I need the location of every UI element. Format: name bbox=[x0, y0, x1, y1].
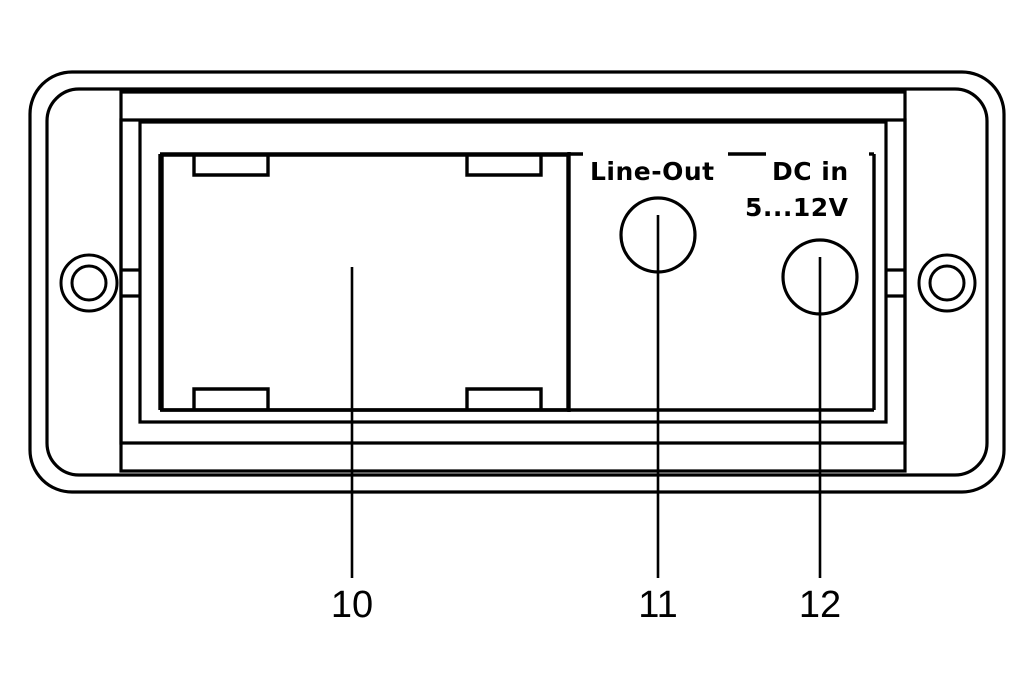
dc-in-label-line1: DC in bbox=[772, 157, 849, 186]
card-slot-tab-bottom-left bbox=[194, 389, 268, 410]
mounting-hole-right-outer-ring bbox=[919, 255, 975, 311]
dc-in-label-line2: 5...12V bbox=[745, 193, 849, 222]
panel-recess-outline-3 bbox=[140, 122, 886, 422]
housing-outline-inner bbox=[47, 89, 987, 475]
card-slot-tab-top-right bbox=[467, 155, 541, 175]
port-labels-group: Line-Out DC in 5...12V bbox=[590, 157, 849, 222]
mounting-hole-left-outer-ring bbox=[61, 255, 117, 311]
callout-numbers-group: 10 11 12 bbox=[331, 584, 841, 626]
frame-notch-right bbox=[886, 270, 905, 296]
mounting-hole-left-inner-ring bbox=[72, 266, 106, 300]
callout-number-10: 10 bbox=[331, 584, 373, 626]
outer-housing-group bbox=[30, 72, 1004, 492]
mounting-holes-group bbox=[61, 255, 975, 311]
card-slot-group bbox=[162, 155, 568, 410]
recessed-panel-frames bbox=[121, 92, 905, 471]
inner-panel-face bbox=[160, 152, 874, 412]
callout-leaders-group bbox=[352, 215, 820, 578]
callout-number-11: 11 bbox=[638, 584, 677, 626]
frame-notch-left bbox=[121, 270, 140, 296]
line-out-label: Line-Out bbox=[590, 157, 715, 186]
card-slot-opening bbox=[162, 155, 568, 410]
callout-number-12: 12 bbox=[799, 584, 841, 626]
card-slot-tab-top-left bbox=[194, 155, 268, 175]
panel-recess-outline-1 bbox=[121, 92, 905, 471]
housing-outline-outer bbox=[30, 72, 1004, 492]
card-slot-tab-bottom-right bbox=[467, 389, 541, 410]
mounting-hole-right-inner-ring bbox=[930, 266, 964, 300]
panel-recess-outline-2 bbox=[121, 120, 905, 443]
